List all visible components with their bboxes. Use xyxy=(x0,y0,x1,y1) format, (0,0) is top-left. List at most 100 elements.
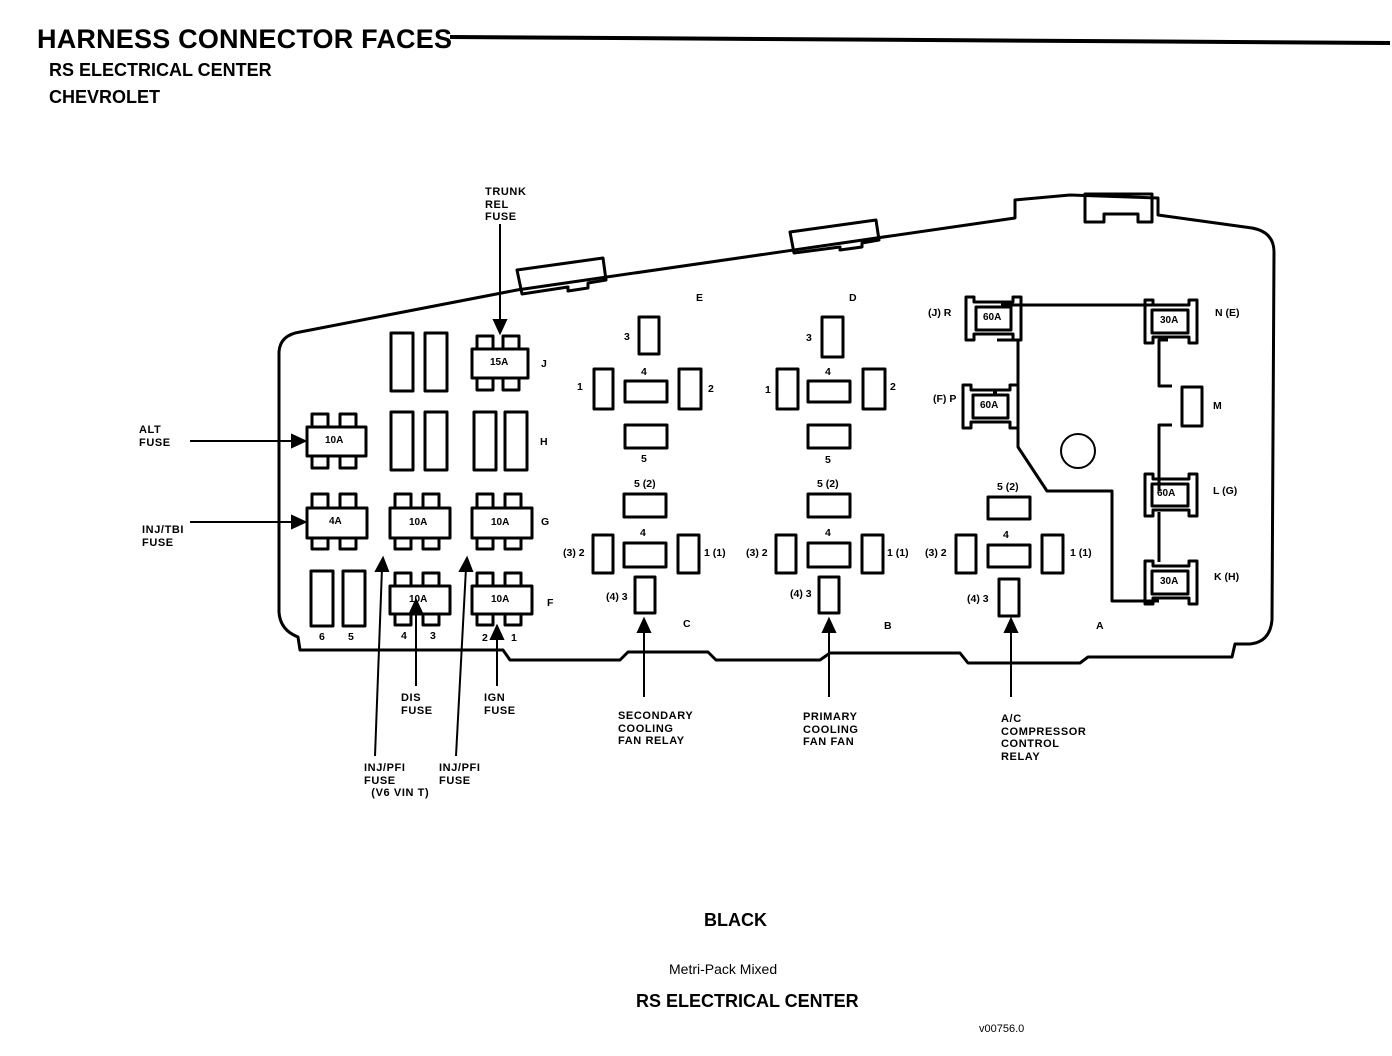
relay-b-pin-3-2: (3) 2 xyxy=(746,547,768,559)
maxi-label-kh: K (H) xyxy=(1214,571,1240,583)
slot-number-5: 5 xyxy=(348,631,354,643)
relay-b-cavity xyxy=(774,492,885,615)
maxi-fuse-m-cavity xyxy=(1180,385,1204,428)
relay-b-pin-4: 4 xyxy=(825,527,831,539)
relay-d-pin-5: 5 xyxy=(825,454,831,466)
connector-type: Metri-Pack Mixed xyxy=(669,961,778,977)
relay-e-cavity xyxy=(592,315,703,450)
relay-e-pin-5: 5 xyxy=(641,453,647,465)
slot-number-4: 4 xyxy=(401,630,407,642)
relay-c-pin-4: 4 xyxy=(640,527,646,539)
top-clip-left xyxy=(515,256,608,296)
maxi-label-m: M xyxy=(1213,400,1222,412)
footer-title: RS ELECTRICAL CENTER xyxy=(636,991,859,1011)
page-title: HARNESS CONNECTOR FACES xyxy=(37,24,453,54)
slot-number-1: 1 xyxy=(511,632,517,644)
maxi-fuse-jr xyxy=(964,295,1023,342)
relay-e-pin-1: 1 xyxy=(577,381,583,393)
relay-c-pin-4-3: (4) 3 xyxy=(606,591,628,603)
fuse-15a xyxy=(470,347,530,380)
fuse-rating-alt: 10A xyxy=(325,435,344,446)
relay-b-pin-1-1: 1 (1) xyxy=(887,547,909,559)
maxi-fuse-fp xyxy=(961,383,1020,430)
maxi-fuse-rating-ne: 30A xyxy=(1160,315,1179,326)
relay-c-pin-5-2: 5 (2) xyxy=(634,478,656,490)
relay-a-pin-1-1: 1 (1) xyxy=(1070,547,1092,559)
mini-fuse-cavity xyxy=(472,410,498,472)
relay-d-pin-4: 4 xyxy=(825,366,831,378)
mini-fuse-cavity xyxy=(423,331,449,393)
maxi-label-fp: (F) P xyxy=(933,393,957,405)
relay-e-pin-3: 3 xyxy=(624,331,630,343)
relay-d-pin-1: 1 xyxy=(765,384,771,396)
fuse-rating-g1: 10A xyxy=(409,517,428,528)
callout-dis-fuse: DIS FUSE xyxy=(401,692,433,717)
figure-code: v00756.0 xyxy=(979,1023,1025,1035)
callout-inj-pfi-fuse: INJ/PFI FUSE xyxy=(439,762,481,787)
maxi-fuse-kh xyxy=(1143,559,1199,606)
relay-a-cavity xyxy=(954,495,1065,618)
callout-inj-pfi-v6-fuse: INJ/PFI FUSE (V6 VIN T) xyxy=(364,762,430,799)
fuse-rating-f1: 10A xyxy=(409,594,428,605)
mini-fuse-cavity xyxy=(389,331,415,393)
relay-b-pin-4-3: (4) 3 xyxy=(790,588,812,600)
mini-fuse-cavity xyxy=(309,569,335,628)
row-label-h: H xyxy=(540,436,548,448)
slot-number-2: 2 xyxy=(482,632,488,644)
callout-primary-cooling-fan: PRIMARY COOLING FAN FAN xyxy=(803,711,859,748)
relay-c-cavity xyxy=(591,492,701,615)
maxi-label-lg: L (G) xyxy=(1213,485,1238,497)
relay-d-pin-2: 2 xyxy=(890,381,896,393)
mini-fuse-cavity xyxy=(423,410,449,472)
mini-fuse-cavity xyxy=(341,569,367,628)
relay-letter-d: D xyxy=(849,292,857,304)
relay-letter-a: A xyxy=(1096,620,1104,632)
connector-color: BLACK xyxy=(704,910,767,930)
maxi-fuse-rating-lg: 60A xyxy=(1157,488,1176,499)
fuse-4a xyxy=(305,506,369,540)
maxi-fuse-lg xyxy=(1143,472,1199,518)
relay-a-pin-4-3: (4) 3 xyxy=(967,593,989,605)
row-label-f: F xyxy=(547,597,554,609)
relay-letter-c: C xyxy=(683,618,691,630)
top-clip-mid xyxy=(788,218,881,255)
fuse-rating-15a: 15A xyxy=(490,357,509,368)
mini-fuse-cavity xyxy=(503,410,529,472)
maxi-fuse-rating-kh: 30A xyxy=(1160,576,1179,587)
mounting-hole xyxy=(1060,433,1096,469)
fuse-rating-g2: 10A xyxy=(491,517,510,528)
fuse-alt-10a xyxy=(305,425,368,458)
fuse-rating-4a: 4A xyxy=(329,516,342,527)
relay-a-pin-4: 4 xyxy=(1003,529,1009,541)
maxi-fuse-rating-fp: 60A xyxy=(980,400,999,411)
fuse-g-10a-2 xyxy=(470,506,534,540)
header-rule xyxy=(449,35,1391,45)
maxi-fuse-compartment xyxy=(997,303,1172,603)
relay-b-pin-5-2: 5 (2) xyxy=(817,478,839,490)
relay-c-pin-3-2: (3) 2 xyxy=(563,547,585,559)
fuse-f-10a-2 xyxy=(470,584,534,616)
callout-ac-compressor-relay: A/C COMPRESSOR CONTROL RELAY xyxy=(1001,713,1087,763)
top-clip-right xyxy=(1083,192,1154,224)
relay-a-pin-5-2: 5 (2) xyxy=(997,481,1019,493)
maxi-fuse-ne xyxy=(1143,298,1199,345)
callout-inj-tbi-fuse: INJ/TBI FUSE xyxy=(142,524,185,549)
fuse-g-10a-1 xyxy=(388,506,452,540)
relay-e-pin-4: 4 xyxy=(641,366,647,378)
relay-c-pin-1-1: 1 (1) xyxy=(704,547,726,559)
callout-trunk-rel-fuse: TRUNK REL FUSE xyxy=(485,186,527,223)
subtitle-electrical-center: RS ELECTRICAL CENTER xyxy=(49,60,272,80)
housing-outline xyxy=(277,193,1276,665)
slot-number-6: 6 xyxy=(319,631,325,643)
callout-secondary-cooling-fan-relay: SECONDARY COOLING FAN RELAY xyxy=(618,710,694,747)
relay-letter-b: B xyxy=(884,620,892,632)
row-label-g: G xyxy=(541,516,550,528)
relay-e-pin-2: 2 xyxy=(708,383,714,395)
mini-fuse-cavity xyxy=(389,410,415,472)
callout-ign-fuse: IGN FUSE xyxy=(484,692,516,717)
relay-letter-e: E xyxy=(696,292,704,304)
relay-d-cavity xyxy=(775,315,887,450)
fuse-rating-f2: 10A xyxy=(491,594,510,605)
relay-d-pin-3: 3 xyxy=(806,332,812,344)
